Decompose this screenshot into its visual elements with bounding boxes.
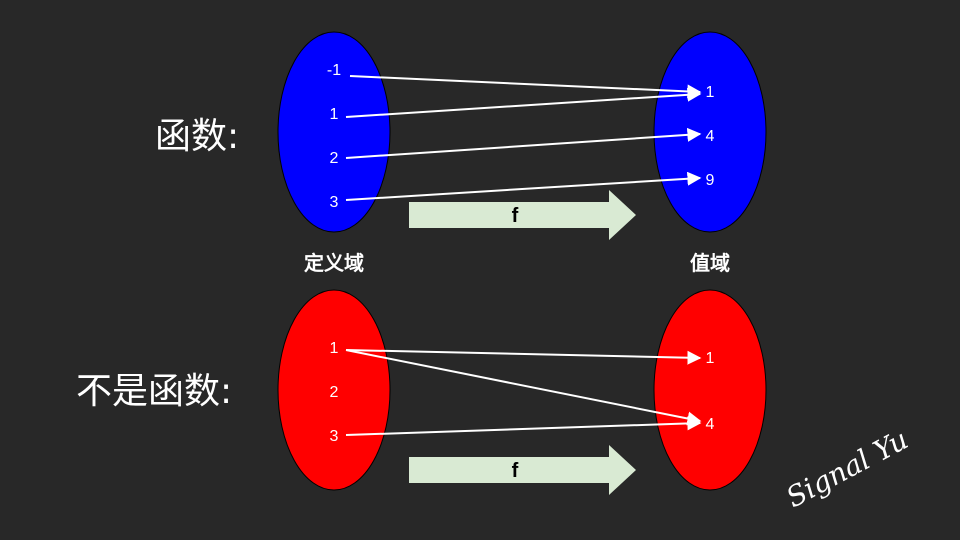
- f-arrow: [409, 190, 636, 240]
- f-label: f: [512, 460, 519, 482]
- mapping-arrow: [349, 75, 702, 99]
- mapping-arrow: [345, 349, 702, 365]
- domain-value: 2: [330, 150, 339, 167]
- f-label: f: [512, 205, 519, 227]
- mapping-arrow: [345, 127, 702, 159]
- range-set-blue: [653, 31, 767, 233]
- not-function-title: 不是函数:: [76, 371, 232, 412]
- range-value: 1: [706, 84, 715, 101]
- mapping-arrow: [345, 87, 702, 118]
- domain-value: 2: [330, 384, 339, 401]
- domain-value: 1: [330, 340, 339, 357]
- range-value: 9: [706, 172, 715, 189]
- mapping-arrow: [345, 349, 702, 426]
- range-value: 1: [706, 350, 715, 367]
- domain-value: 3: [330, 428, 339, 445]
- range-label: 值域: [690, 251, 730, 275]
- domain-set-blue: [277, 31, 391, 233]
- domain-value: 3: [330, 194, 339, 211]
- function-title: 函数:: [155, 116, 239, 157]
- domain-label: 定义域: [304, 251, 364, 275]
- domain-set-red: [277, 289, 391, 491]
- range-set-red: [653, 289, 767, 491]
- f-arrow: [409, 445, 636, 495]
- signature-watermark: Signal Yu: [781, 423, 914, 514]
- domain-value: -1: [327, 62, 341, 79]
- range-value: 4: [706, 128, 715, 145]
- domain-value: 1: [330, 106, 339, 123]
- mapping-arrow: [345, 171, 702, 201]
- range-value: 4: [706, 416, 715, 433]
- mapping-arrow: [345, 416, 702, 436]
